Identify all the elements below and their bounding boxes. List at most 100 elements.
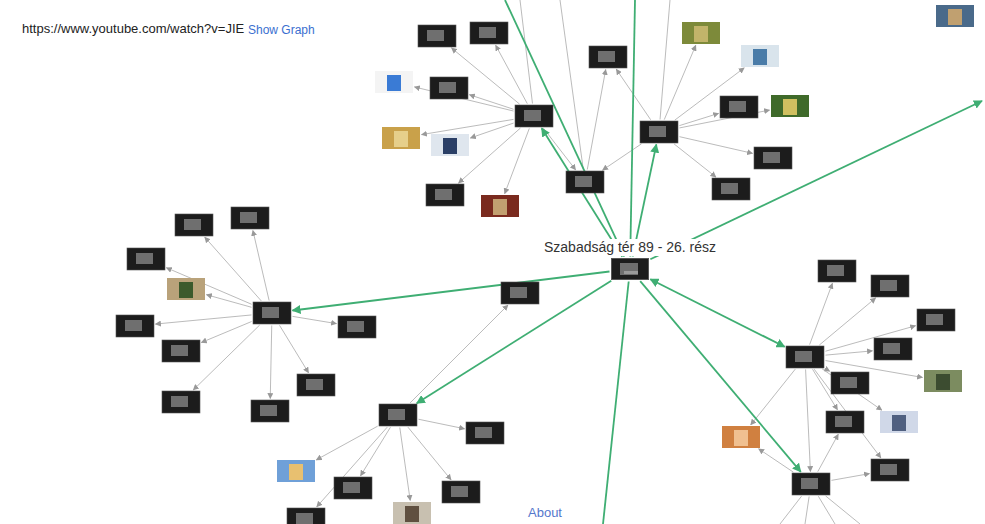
thumbnail-frame [501,282,539,304]
video-thumbnail [712,178,750,200]
thumbnail-frame [792,473,830,495]
thumbnail-frame [253,302,291,324]
video-thumbnail [162,391,200,413]
thumbnail-image [801,478,818,489]
thumbnail-image [880,464,897,475]
thumbnail-frame [924,370,962,392]
url-text: https://www.youtube.com/watch?v=JIE [22,21,244,37]
related-link [587,69,605,169]
video-thumbnail [375,71,413,93]
video-thumbnail [251,400,289,422]
main-link [640,281,801,472]
video-thumbnail [287,508,325,524]
video-thumbnail [640,121,678,143]
thumbnails [116,5,974,524]
related-link [759,449,794,472]
thumbnail-image [721,183,738,194]
thumbnail-image [649,126,666,137]
video-thumbnail [162,340,200,362]
main-link [417,281,612,403]
thumbnail-image [880,280,897,291]
related-link [674,144,716,177]
thumbnail-frame [162,340,200,362]
related-link [751,369,796,425]
video-thumbnail [589,46,627,68]
main-link [505,0,624,257]
link-lines [155,0,982,524]
video-thumbnail [334,477,372,499]
thumbnail-image [405,506,419,522]
thumbnail-image [840,377,857,388]
related-link [206,295,251,308]
related-link [317,427,388,507]
related-link [831,474,869,481]
related-link [155,315,251,324]
thumbnail-image [883,343,900,354]
thumbnail-frame [831,372,869,394]
thumbnail-image [734,430,748,446]
video-thumbnail [826,411,864,433]
thumbnail-frame [786,346,824,368]
related-link [822,369,882,410]
thumbnail-image [179,282,193,298]
current-video-node: Szabadság tér 89 - 26. rész [611,258,649,280]
video-thumbnail [917,309,955,331]
main-link [650,279,784,347]
related-link [660,0,670,120]
thumbnail-image [510,287,527,298]
related-link [505,128,530,193]
thumbnail-frame [251,400,289,422]
related-link [819,298,875,345]
video-thumbnail [418,25,456,47]
thumbnail-frame [175,214,213,236]
thumbnail-frame [712,178,750,200]
thumbnail-frame [127,248,165,270]
video-thumbnail [481,195,519,217]
thumbnail-frame [936,5,974,27]
thumbnail-image [262,307,279,318]
video-thumbnail [831,372,869,394]
thumbnail-frame [430,77,468,99]
thumbnail-image [479,27,496,38]
video-thumbnail [338,316,376,338]
related-link [806,369,811,471]
video-thumbnail [871,275,909,297]
thumbnail-image [136,253,153,264]
thumbnail-image [443,138,457,154]
related-link [270,326,271,399]
thumbnail-frame [720,96,758,118]
video-thumbnail [167,278,205,300]
video-thumbnail [874,338,912,360]
thumbnail-image [394,131,408,147]
video-thumbnail [470,22,508,44]
video-thumbnail [754,147,792,169]
video-thumbnail [116,315,154,337]
thumbnail-frame [818,260,856,282]
thumbnail-frame [162,391,200,413]
thumbnail-frame [917,309,955,331]
thumbnail-image [296,513,313,524]
thumbnail-image [306,379,323,390]
video-thumbnail [175,214,213,236]
video-thumbnail [426,184,464,206]
show-graph-link: Show Graph [248,23,315,37]
video-thumbnail [442,481,480,503]
main-link [542,128,623,256]
video-thumbnail [431,134,469,156]
video-thumbnail [741,45,779,67]
related-link [400,427,410,500]
video-thumbnail [936,5,974,27]
thumbnail-frame [481,195,519,217]
related-link [193,325,259,390]
thumbnail-image [753,49,767,65]
video-thumbnail [382,127,420,149]
thumbnail-image [435,189,452,200]
video-thumbnail [501,282,539,304]
video-thumbnail [566,171,604,193]
thumbnail-frame [116,315,154,337]
thumbnail-frame [826,411,864,433]
thumbnail-image [598,51,615,62]
thumbnail-frame [722,426,760,448]
related-link [543,128,575,170]
